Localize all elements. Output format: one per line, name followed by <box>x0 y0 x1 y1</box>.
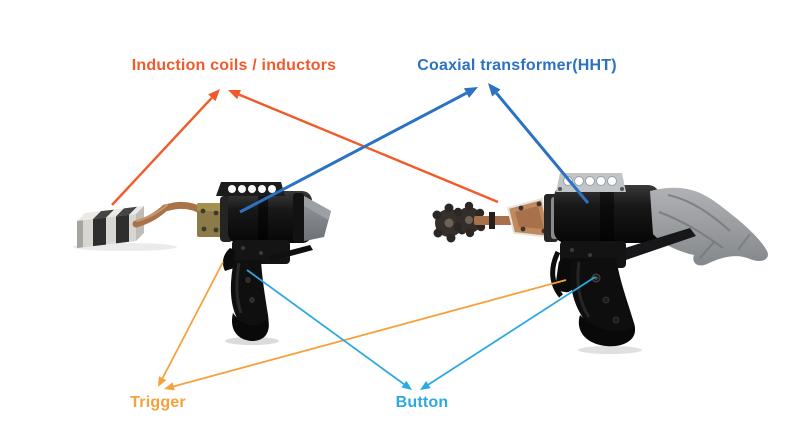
right-device-photo <box>432 173 768 354</box>
label-coaxial-transformer: Coaxial transformer(HHT) <box>417 57 617 74</box>
annotation-arrows <box>111 83 596 391</box>
right-pistol-grip <box>570 258 636 347</box>
annotation-arrow-inductors <box>111 96 213 206</box>
annotation-arrowhead-transformer <box>463 87 478 98</box>
annotation-arrow-button <box>427 276 596 386</box>
annotation-arrow-inductors <box>238 93 499 204</box>
label-induction-coils: Induction coils / inductors <box>131 57 337 74</box>
annotation-arrowhead-trigger <box>158 376 167 387</box>
left-trigger <box>222 248 235 271</box>
label-trigger: Trigger <box>130 394 186 411</box>
coil-inductor <box>432 201 486 243</box>
annotation-arrowhead-button <box>420 381 431 390</box>
annotation-arrowhead-inductors <box>208 89 220 102</box>
ferrite-block-inductor <box>77 206 144 248</box>
brass-clamp <box>197 203 223 237</box>
annotation-arrow-transformer <box>239 91 468 214</box>
supply-cable-wrap <box>650 187 768 266</box>
left-trigger-assembly <box>222 240 313 271</box>
right-gun-body <box>544 173 660 244</box>
left-lever-bar <box>268 245 313 261</box>
annotation-arrowhead-trigger <box>164 382 175 391</box>
copper-tube-arm <box>132 201 208 228</box>
right-grip-shadow <box>578 346 642 354</box>
annotation-arrow-button <box>246 269 405 385</box>
rear-strut <box>612 228 696 262</box>
left-gun-body <box>216 182 331 244</box>
annotation-arrow-transformer <box>495 92 590 204</box>
annotation-arrow-trigger <box>161 261 224 379</box>
copper-shaft <box>474 197 552 239</box>
annotation-arrowhead-inductors <box>228 89 242 100</box>
annotation-arrow-trigger <box>173 279 567 388</box>
annotation-arrowhead-transformer <box>488 83 501 97</box>
annotation-arrowhead-button <box>401 380 412 390</box>
left-device-photo <box>73 182 331 345</box>
label-button: Button <box>395 394 449 411</box>
